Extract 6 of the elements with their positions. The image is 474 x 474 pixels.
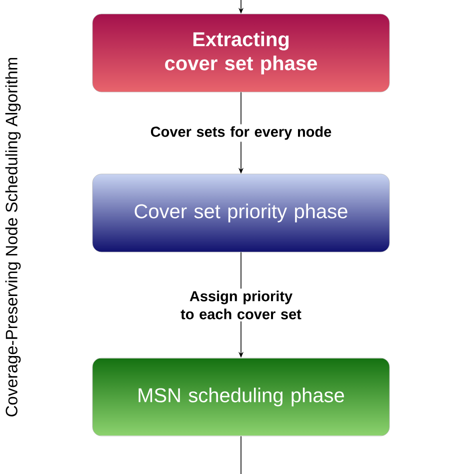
edge-label: Assign priority to each cover set xyxy=(180,290,302,320)
side-title: Coverage-Preserving Node Scheduling Algorithm xyxy=(5,58,21,416)
process-box: Cover set priority phase xyxy=(92,174,390,252)
process-box: Extracting cover set phase xyxy=(92,14,390,92)
edge-label: Cover sets for every node xyxy=(150,126,332,140)
process-box: MSN scheduling phase xyxy=(92,358,390,436)
